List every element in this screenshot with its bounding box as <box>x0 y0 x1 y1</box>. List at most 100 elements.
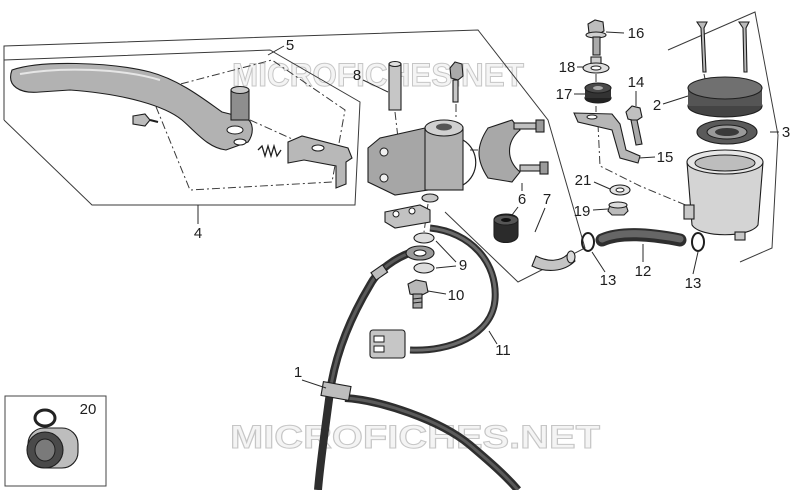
lever-frame <box>3 49 361 206</box>
screw-14-shank <box>630 119 643 146</box>
watermarks: MICROFICHES.NET MICROFICHES.NET <box>230 57 602 456</box>
hose-t-junction <box>320 381 352 401</box>
leader-lines <box>197 31 779 389</box>
callout-13-left: 13 <box>600 272 617 289</box>
brake-hose-1-branch-highlight <box>344 396 520 490</box>
master-cylinder-outlet-port <box>421 193 439 203</box>
callout-3: 3 <box>782 124 790 141</box>
lever-pivot-bushing <box>230 89 250 121</box>
lever-adjuster-bracket <box>287 135 353 189</box>
lever-pivot-bushing-top <box>230 85 250 95</box>
brake-lines <box>314 204 522 490</box>
handlebar-clamp-group <box>478 119 549 183</box>
reservoir-cap-top <box>687 76 763 100</box>
callout-10: 10 <box>448 287 465 304</box>
callout-14: 14 <box>628 74 645 91</box>
grommet-20-core <box>34 438 56 462</box>
callout-labels: 5 8 16 18 14 17 2 3 4 15 21 6 7 19 9 12 … <box>80 25 791 418</box>
reservoir-screw-left <box>695 21 708 73</box>
master-cylinder-barrel <box>424 127 464 191</box>
screw-16-shank <box>592 36 601 56</box>
lever-spring <box>257 143 282 159</box>
reservoir-hose-inner <box>598 230 684 243</box>
leader-11 <box>488 330 498 345</box>
push-rod-top <box>388 60 402 68</box>
grommet-17-hole <box>593 86 603 90</box>
leader-9-upper <box>435 240 457 263</box>
leader-21 <box>593 181 611 190</box>
reservoir-outlet <box>734 231 746 241</box>
leader-2 <box>662 95 689 105</box>
reservoir-frame <box>667 11 779 263</box>
reservoir-mount-hardware <box>573 19 643 216</box>
callout-8: 8 <box>353 67 361 84</box>
callout-6: 6 <box>518 191 526 208</box>
dashline-bracket-15 <box>597 123 689 207</box>
mount-bolt-hole-upper <box>379 147 389 157</box>
brake-fluid-reservoir <box>683 21 764 241</box>
callout-13-right: 13 <box>685 275 702 292</box>
bleed-nipple-stem <box>452 79 459 103</box>
leader-6-down <box>511 206 519 216</box>
nut-19-top <box>608 201 628 209</box>
leader-15 <box>638 156 656 159</box>
leader-16 <box>605 31 625 34</box>
lever-adjuster-hole <box>311 144 325 152</box>
leader-7 <box>534 207 546 233</box>
reservoir-connection-group <box>493 213 705 271</box>
banjo-washer-upper <box>413 232 435 244</box>
handlebar-clamp <box>478 119 521 183</box>
reservoir-cup-opening <box>694 154 756 172</box>
callout-18: 18 <box>559 59 576 76</box>
watermark-bottom: MICROFICHES.NET <box>230 419 601 455</box>
reservoir-bracket-15 <box>573 112 641 164</box>
callout-1: 1 <box>294 364 302 381</box>
brake-hose-1-upper-highlight <box>328 250 413 393</box>
callout-11: 11 <box>495 342 511 359</box>
callout-17: 17 <box>556 86 573 103</box>
banjo-washer-lower <box>413 262 435 274</box>
callout-9: 9 <box>459 257 467 274</box>
brake-lever <box>10 62 253 151</box>
hose-ferrule <box>370 263 389 281</box>
lever-adjust-slot <box>233 138 247 146</box>
reservoir-mount-tab <box>683 204 695 220</box>
hose-clip-left <box>581 232 595 252</box>
watermark-top: MICROFICHES.NET <box>232 57 524 93</box>
grommet-20-ring <box>33 408 57 428</box>
leader-5 <box>267 45 285 56</box>
washer-21-hole <box>615 187 625 193</box>
callout-15: 15 <box>657 149 674 166</box>
brake-lever-highlight <box>19 68 161 81</box>
elbow-fitting-end <box>566 250 576 264</box>
callout-20: 20 <box>80 401 97 418</box>
reservoir-diaphragm-center <box>715 128 739 136</box>
reservoir-bracket-hole <box>586 114 598 120</box>
banjo-eye-hole <box>413 249 427 257</box>
master-cylinder-mount-block <box>367 127 433 196</box>
pressure-switch-fitting <box>384 204 431 229</box>
bleed-nipple-cap <box>449 61 464 81</box>
switch-connector-pin-top <box>373 335 385 343</box>
switch-connector-pin-bottom <box>373 345 385 353</box>
callout-2: 2 <box>653 97 661 114</box>
master-cylinder-clamp-arc <box>462 139 477 186</box>
banjo-bolt-thread-2 <box>412 301 423 304</box>
leader-10 <box>427 290 447 295</box>
assembly-outer-frame <box>3 29 586 283</box>
switch-terminal-left <box>392 210 400 218</box>
leader-13-right <box>692 251 699 275</box>
washer-18-hole <box>590 65 602 71</box>
leader-9-lower <box>435 265 457 269</box>
dashline-lever-pivot <box>249 119 331 157</box>
push-rod <box>388 63 402 111</box>
callout-7: 7 <box>543 191 551 208</box>
lever-adjust-screw-shank <box>149 119 159 123</box>
callout-16: 16 <box>628 25 645 42</box>
clamp-screw-upper-shank <box>513 122 537 130</box>
lever-pivot-hole <box>226 125 244 135</box>
callout-4: 4 <box>194 225 202 242</box>
master-cylinder-bore <box>436 123 452 131</box>
banjo-bolt-thread-1 <box>412 297 423 300</box>
